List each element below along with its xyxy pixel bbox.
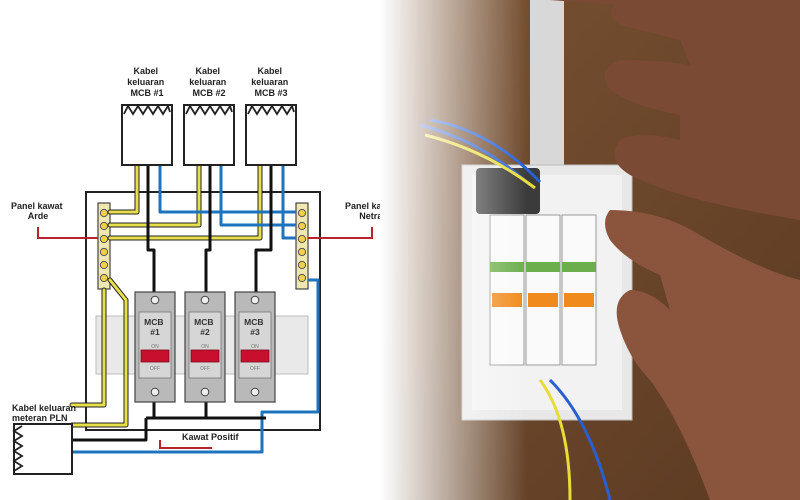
neutral-panel-label-line2: Netral	[359, 211, 385, 221]
mcb-breaker-3: MCB #3 ON OFF	[234, 291, 276, 403]
mcb-3-name: MCB	[244, 317, 263, 327]
mcb-1-off-label: OFF	[150, 366, 160, 372]
ground-wires	[69, 162, 263, 428]
output-cable-3-label-line1: Kabel	[257, 66, 282, 76]
positive-wire-label: Kawat Positif	[182, 432, 240, 442]
ground-panel-label-line2: Arde	[28, 211, 49, 221]
meter-cable-label-line1: Kabel keluaran	[12, 403, 76, 413]
mcb-1-name: MCB	[144, 317, 163, 327]
mcb-1-handle	[140, 349, 170, 363]
meter-cable-box	[12, 423, 73, 475]
mcb-2-handle	[190, 349, 220, 363]
mcb-3-number: #3	[250, 327, 260, 337]
svg-text:Kabel keluaran MCB: Kabel keluaran MCB #2	[189, 66, 229, 98]
output-cable-3-label-line3: MCB #3	[254, 88, 287, 98]
svg-text:Panel kawat Arde: Panel kawat Arde	[11, 201, 65, 221]
output-cable-2-label-line1: Kabel	[195, 66, 220, 76]
neutral-panel-label-line1: Panel kawat	[345, 201, 397, 211]
mcb-2-off-label: OFF	[200, 366, 210, 372]
output-cable-1-label-line3: MCB #1	[130, 88, 163, 98]
fade-overlay	[380, 0, 800, 500]
output-cable-3-label-line2: keluaran	[251, 77, 288, 87]
mcb-1-number: #1	[150, 327, 160, 337]
svg-text:MCB #2: MCB #2	[194, 317, 216, 337]
ground-bus-bar	[97, 202, 111, 290]
output-cable-box-1	[121, 103, 173, 166]
mcb-breaker-2: MCB #2 ON OFF	[184, 291, 226, 403]
output-cable-box-3	[245, 103, 297, 166]
live-wires	[72, 165, 273, 442]
mcb-3-off-label: OFF	[250, 366, 260, 372]
wiring-diagram: Kabel keluaran MCB #1 Kabel keluaran MCB…	[10, 66, 399, 475]
neutral-bus-bar	[295, 202, 309, 290]
mcb-2-name: MCB	[194, 317, 213, 327]
mcb-2-on-label: ON	[201, 344, 209, 350]
svg-text:Kabel keluaran MCB: Kabel keluaran MCB #3	[251, 66, 291, 98]
mcb-1-on-label: ON	[151, 344, 159, 350]
mcb-breaker-1: MCB #1 ON OFF	[134, 291, 176, 403]
svg-text:MCB #1: MCB #1	[144, 317, 166, 337]
ground-panel-label-line1: Panel kawat	[11, 201, 63, 211]
output-cable-2-label-line2: keluaran	[189, 77, 226, 87]
mcb-3-on-label: ON	[251, 344, 259, 350]
panel-enclosure	[85, 191, 321, 431]
annotation-lines	[37, 227, 373, 449]
svg-text:Kabel keluaran meteran P: Kabel keluaran meteran PLN	[12, 403, 79, 423]
output-cable-1-label-line1: Kabel	[133, 66, 158, 76]
svg-text:Panel kawat Netral: Panel kawat Netral	[345, 201, 399, 221]
meter-cable-label-line2: meteran PLN	[12, 413, 68, 423]
output-cable-box-2	[183, 103, 235, 166]
installation-photo	[380, 0, 800, 500]
mcb-3-handle	[240, 349, 270, 363]
svg-text:Kabel keluaran MCB: Kabel keluaran MCB #1	[127, 66, 167, 98]
output-cable-1-label-line2: keluaran	[127, 77, 164, 87]
mcb-2-number: #2	[200, 327, 210, 337]
output-cable-2-label-line3: MCB #2	[192, 88, 225, 98]
svg-text:MCB #3: MCB #3	[244, 317, 266, 337]
